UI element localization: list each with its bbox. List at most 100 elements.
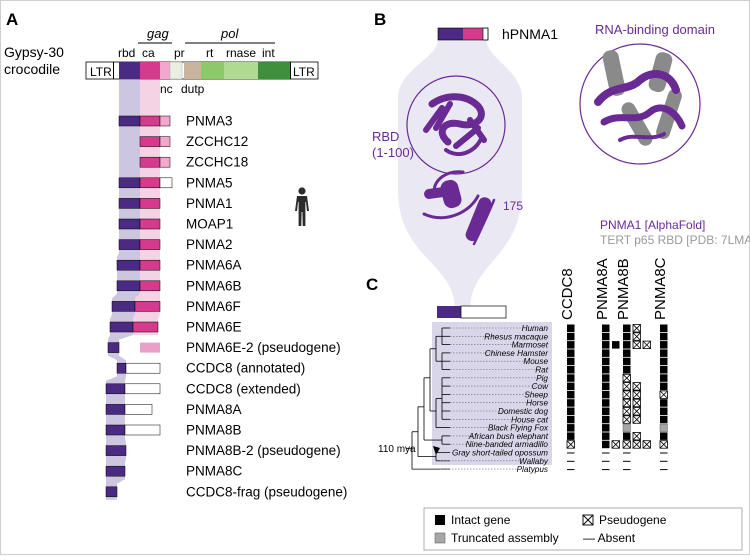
- intact-cell: [602, 357, 610, 366]
- gene-ca-segment: [139, 177, 161, 189]
- gene-pseudo-segment: [140, 342, 160, 353]
- gene-nc-segment: [159, 115, 171, 127]
- pseudogene-cell: [632, 440, 641, 449]
- pseudogene-cell: [622, 382, 631, 391]
- column-header: CCDC8: [559, 268, 576, 320]
- protein-name: hPNMA1: [502, 26, 558, 42]
- rbd-circle: [406, 75, 506, 175]
- gene-row: PNMA6B: [116, 278, 242, 293]
- species-name: Wallaby: [519, 457, 549, 466]
- gene-empty-segment: [159, 177, 173, 189]
- gene-empty-segment: [124, 383, 161, 395]
- hpnma1-bar-outline: [437, 27, 489, 41]
- dutp-domain-label: dutp: [181, 82, 205, 96]
- pr-domain-label: pr: [174, 46, 185, 60]
- intact-cell: [602, 432, 610, 440]
- species-name: Rhesus macaque: [484, 332, 548, 341]
- gene-name: ZCCHC12: [186, 134, 248, 149]
- gene-row: ZCCHC18: [139, 155, 248, 170]
- pseudogene-cell: [632, 382, 641, 391]
- divergence-arrow-icon: [433, 446, 440, 455]
- pseudogene-cell: [622, 373, 631, 383]
- species-name: Platypus: [517, 465, 548, 474]
- species-name: Cow: [532, 382, 549, 391]
- pseudogene-cell: [622, 407, 631, 416]
- column-header: PNMA8C: [652, 257, 669, 320]
- intact-cell: [660, 349, 668, 357]
- gene-name: PNMA8B: [186, 423, 242, 438]
- gene-row: PNMA6E: [109, 320, 242, 335]
- intact-cell: [567, 382, 575, 391]
- legend-truncated-label: Truncated assembly: [451, 531, 559, 545]
- pseudogene-cell: [659, 440, 668, 449]
- gene-row: PNMA8C: [105, 464, 243, 479]
- gene-name: PNMA5: [186, 175, 233, 190]
- species-name: Gray short-tailed opossum: [452, 449, 548, 458]
- gene-name: CCDC8 (annotated): [186, 361, 305, 376]
- gene-name: CCDC8 (extended): [186, 381, 301, 396]
- ltr-right: LTR: [293, 65, 315, 79]
- pol-label: pol: [220, 26, 239, 41]
- gene-name: PNMA2: [186, 237, 233, 252]
- gene-rbd-segment: [116, 280, 141, 292]
- gene-name: PNMA6E-2 (pseudogene): [186, 340, 341, 355]
- pseudogene-cell: [611, 440, 620, 449]
- element-ca-domain: [140, 62, 160, 79]
- gene-nc-segment: [159, 156, 171, 168]
- gene-empty-segment: [125, 362, 161, 374]
- legend-pseudo-label: Pseudogene: [599, 513, 667, 527]
- legend-gray-structure: TERT p65 RBD [PDB: 7LMA]: [600, 233, 750, 247]
- int-domain-label: int: [262, 46, 275, 60]
- element-name-line1: Gypsy-30: [4, 44, 64, 60]
- gene-empty-segment: [124, 424, 161, 436]
- gene-name: MOAP1: [186, 217, 233, 232]
- gene-row: PNMA1: [118, 196, 233, 211]
- gene-ca-segment: [139, 198, 161, 209]
- pseudogene-cell: [632, 332, 641, 341]
- species-name: Mouse: [523, 357, 548, 366]
- intact-cell: [567, 332, 575, 341]
- intact-cell: [660, 332, 668, 341]
- gene-rbd-segment: [105, 404, 126, 415]
- pseudogene-cell: [632, 407, 641, 416]
- intact-cell: [567, 415, 575, 424]
- gene-name: PNMA3: [186, 114, 233, 129]
- column-header: PNMA8B: [615, 258, 632, 320]
- intact-cell: [660, 407, 668, 415]
- gene-rbd-segment: [107, 342, 120, 353]
- gene-row: PNMA6A: [116, 258, 242, 273]
- ltr-right-edge: [290, 62, 291, 79]
- gene-rbd-segment: [109, 321, 134, 333]
- element-pr-domain: [169, 61, 183, 80]
- intact-cell: [567, 366, 575, 374]
- pseudogene-cell: [632, 415, 641, 424]
- legend-intact-swatch: [435, 515, 445, 525]
- intact-cell: [623, 332, 631, 341]
- intact-cell: [660, 382, 668, 391]
- intact-cell: [602, 390, 610, 399]
- gene-rbd-segment: [105, 465, 126, 477]
- pseudogene-cell: [622, 390, 631, 399]
- intact-cell: [660, 374, 668, 382]
- gene-ca-segment: [139, 218, 161, 230]
- element-nc-domain: [160, 62, 170, 79]
- gene-ca-segment: [139, 115, 161, 127]
- intact-cell: [660, 366, 668, 374]
- element-dutp-domain: [184, 62, 201, 79]
- species-name: Domestic dog: [498, 407, 549, 416]
- gene-row: PNMA8B-2 (pseudogene): [105, 443, 341, 458]
- panel-a-letter: A: [6, 10, 18, 29]
- gene-name: CCDC8-frag (pseudogene): [186, 484, 347, 499]
- element-rnase-domain: [224, 62, 258, 79]
- species-name: Marmoset: [512, 341, 549, 350]
- species-name: House cat: [511, 415, 549, 424]
- gene-name: PNMA6B: [186, 278, 242, 293]
- element-rbd-domain: [119, 62, 140, 79]
- intact-cell: [602, 341, 610, 349]
- intact-cell: [567, 407, 575, 415]
- presence-matrix: [566, 324, 668, 471]
- intact-cell: [567, 399, 575, 407]
